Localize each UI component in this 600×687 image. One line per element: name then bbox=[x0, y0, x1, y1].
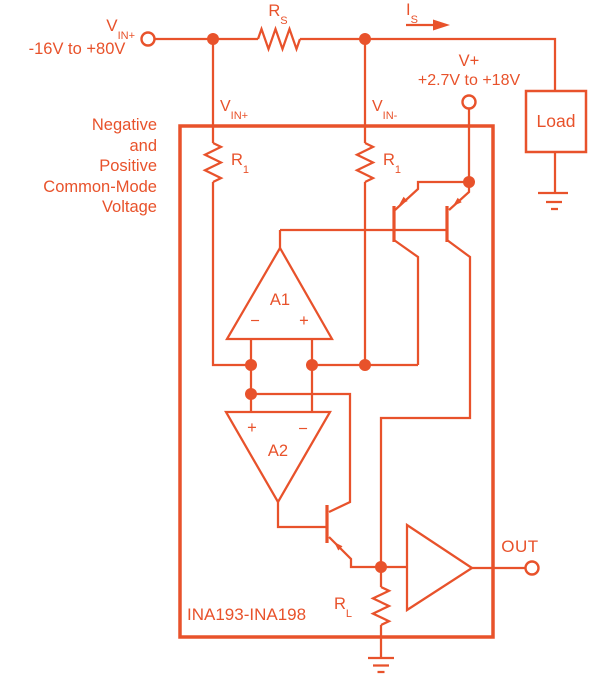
rl-resistor-symbol bbox=[370, 585, 392, 627]
rl-label: RL bbox=[334, 595, 353, 621]
note-line: Negative bbox=[91, 116, 157, 134]
output-buffer-symbol bbox=[405, 522, 475, 613]
ic-boundary-box bbox=[178, 124, 495, 639]
is-label: IS bbox=[406, 1, 418, 27]
part-number-label: INA193-INA198 bbox=[187, 605, 307, 624]
r1-right-label: R1 bbox=[383, 151, 402, 177]
note-line: Voltage bbox=[101, 198, 157, 216]
junction-dot bbox=[359, 33, 371, 45]
vinplus-range-label: -16V to +80V bbox=[28, 40, 126, 58]
pnp-left-collector-wire bbox=[393, 239, 420, 365]
vplus-range-label: +2.7V to +18V bbox=[417, 72, 521, 89]
out-terminal-circle bbox=[524, 560, 540, 576]
a2-minus-label: − bbox=[298, 420, 308, 438]
a2-label: A2 bbox=[267, 442, 289, 460]
junction-dot bbox=[245, 359, 257, 371]
rs-resistor-symbol bbox=[256, 25, 302, 53]
junction-dot bbox=[375, 561, 387, 573]
note-line: Positive bbox=[99, 157, 157, 175]
a1-opamp-symbol bbox=[225, 245, 334, 341]
vplus-label: V+ bbox=[458, 52, 480, 70]
vinminus-pin-label: VIN- bbox=[372, 98, 398, 123]
junction-dot bbox=[245, 388, 257, 400]
note-line: and bbox=[129, 136, 157, 155]
wire-r1left-to-node1 bbox=[211, 182, 251, 367]
junction-dot bbox=[207, 33, 219, 45]
wire-rs-to-load bbox=[300, 37, 557, 91]
pnp-right-collector-wire bbox=[379, 239, 472, 567]
a2-plus-label: + bbox=[247, 419, 257, 437]
junction-dot bbox=[359, 359, 371, 371]
vinplus-pin-label: VIN+ bbox=[220, 98, 249, 123]
output-ground-symbol bbox=[368, 656, 394, 674]
r1-right-resistor-symbol bbox=[354, 141, 376, 184]
vplus-terminal-circle bbox=[461, 94, 477, 110]
vinplus-terminal-circle bbox=[140, 31, 156, 47]
junction-dot bbox=[463, 176, 475, 188]
is-arrowhead-icon bbox=[433, 19, 450, 31]
a1-plus-label: + bbox=[299, 312, 309, 330]
a1-label: A1 bbox=[269, 291, 291, 309]
load-label: Load bbox=[536, 111, 576, 131]
pnp-left-emitter-arrow-icon bbox=[399, 196, 408, 205]
r1-left-resistor-symbol bbox=[202, 141, 224, 184]
pnp-output-emitter-arrow-icon bbox=[334, 542, 343, 551]
common-mode-note: Negative and Positive Common-Mode Voltag… bbox=[18, 115, 157, 218]
a1-input-wires bbox=[249, 339, 314, 365]
rs-label: RS bbox=[268, 2, 288, 28]
feedback-collector-wire bbox=[251, 392, 352, 514]
pnp-output-emitter-wire bbox=[328, 536, 381, 569]
a2-output-wire bbox=[276, 502, 327, 529]
a2-opamp-symbol bbox=[224, 410, 332, 505]
pnp-right-emitter-arrow-icon bbox=[453, 197, 462, 206]
out-label: OUT bbox=[501, 537, 539, 556]
vinplus-terminal-label: VIN+ bbox=[106, 16, 135, 43]
note-line: Common-Mode bbox=[43, 177, 157, 196]
r1-left-label: R1 bbox=[231, 151, 250, 177]
pnp-left-emitter-wire bbox=[394, 180, 469, 211]
a1-minus-label: − bbox=[250, 312, 260, 330]
junction-dot bbox=[306, 359, 318, 371]
load-ground-symbol bbox=[538, 191, 568, 211]
